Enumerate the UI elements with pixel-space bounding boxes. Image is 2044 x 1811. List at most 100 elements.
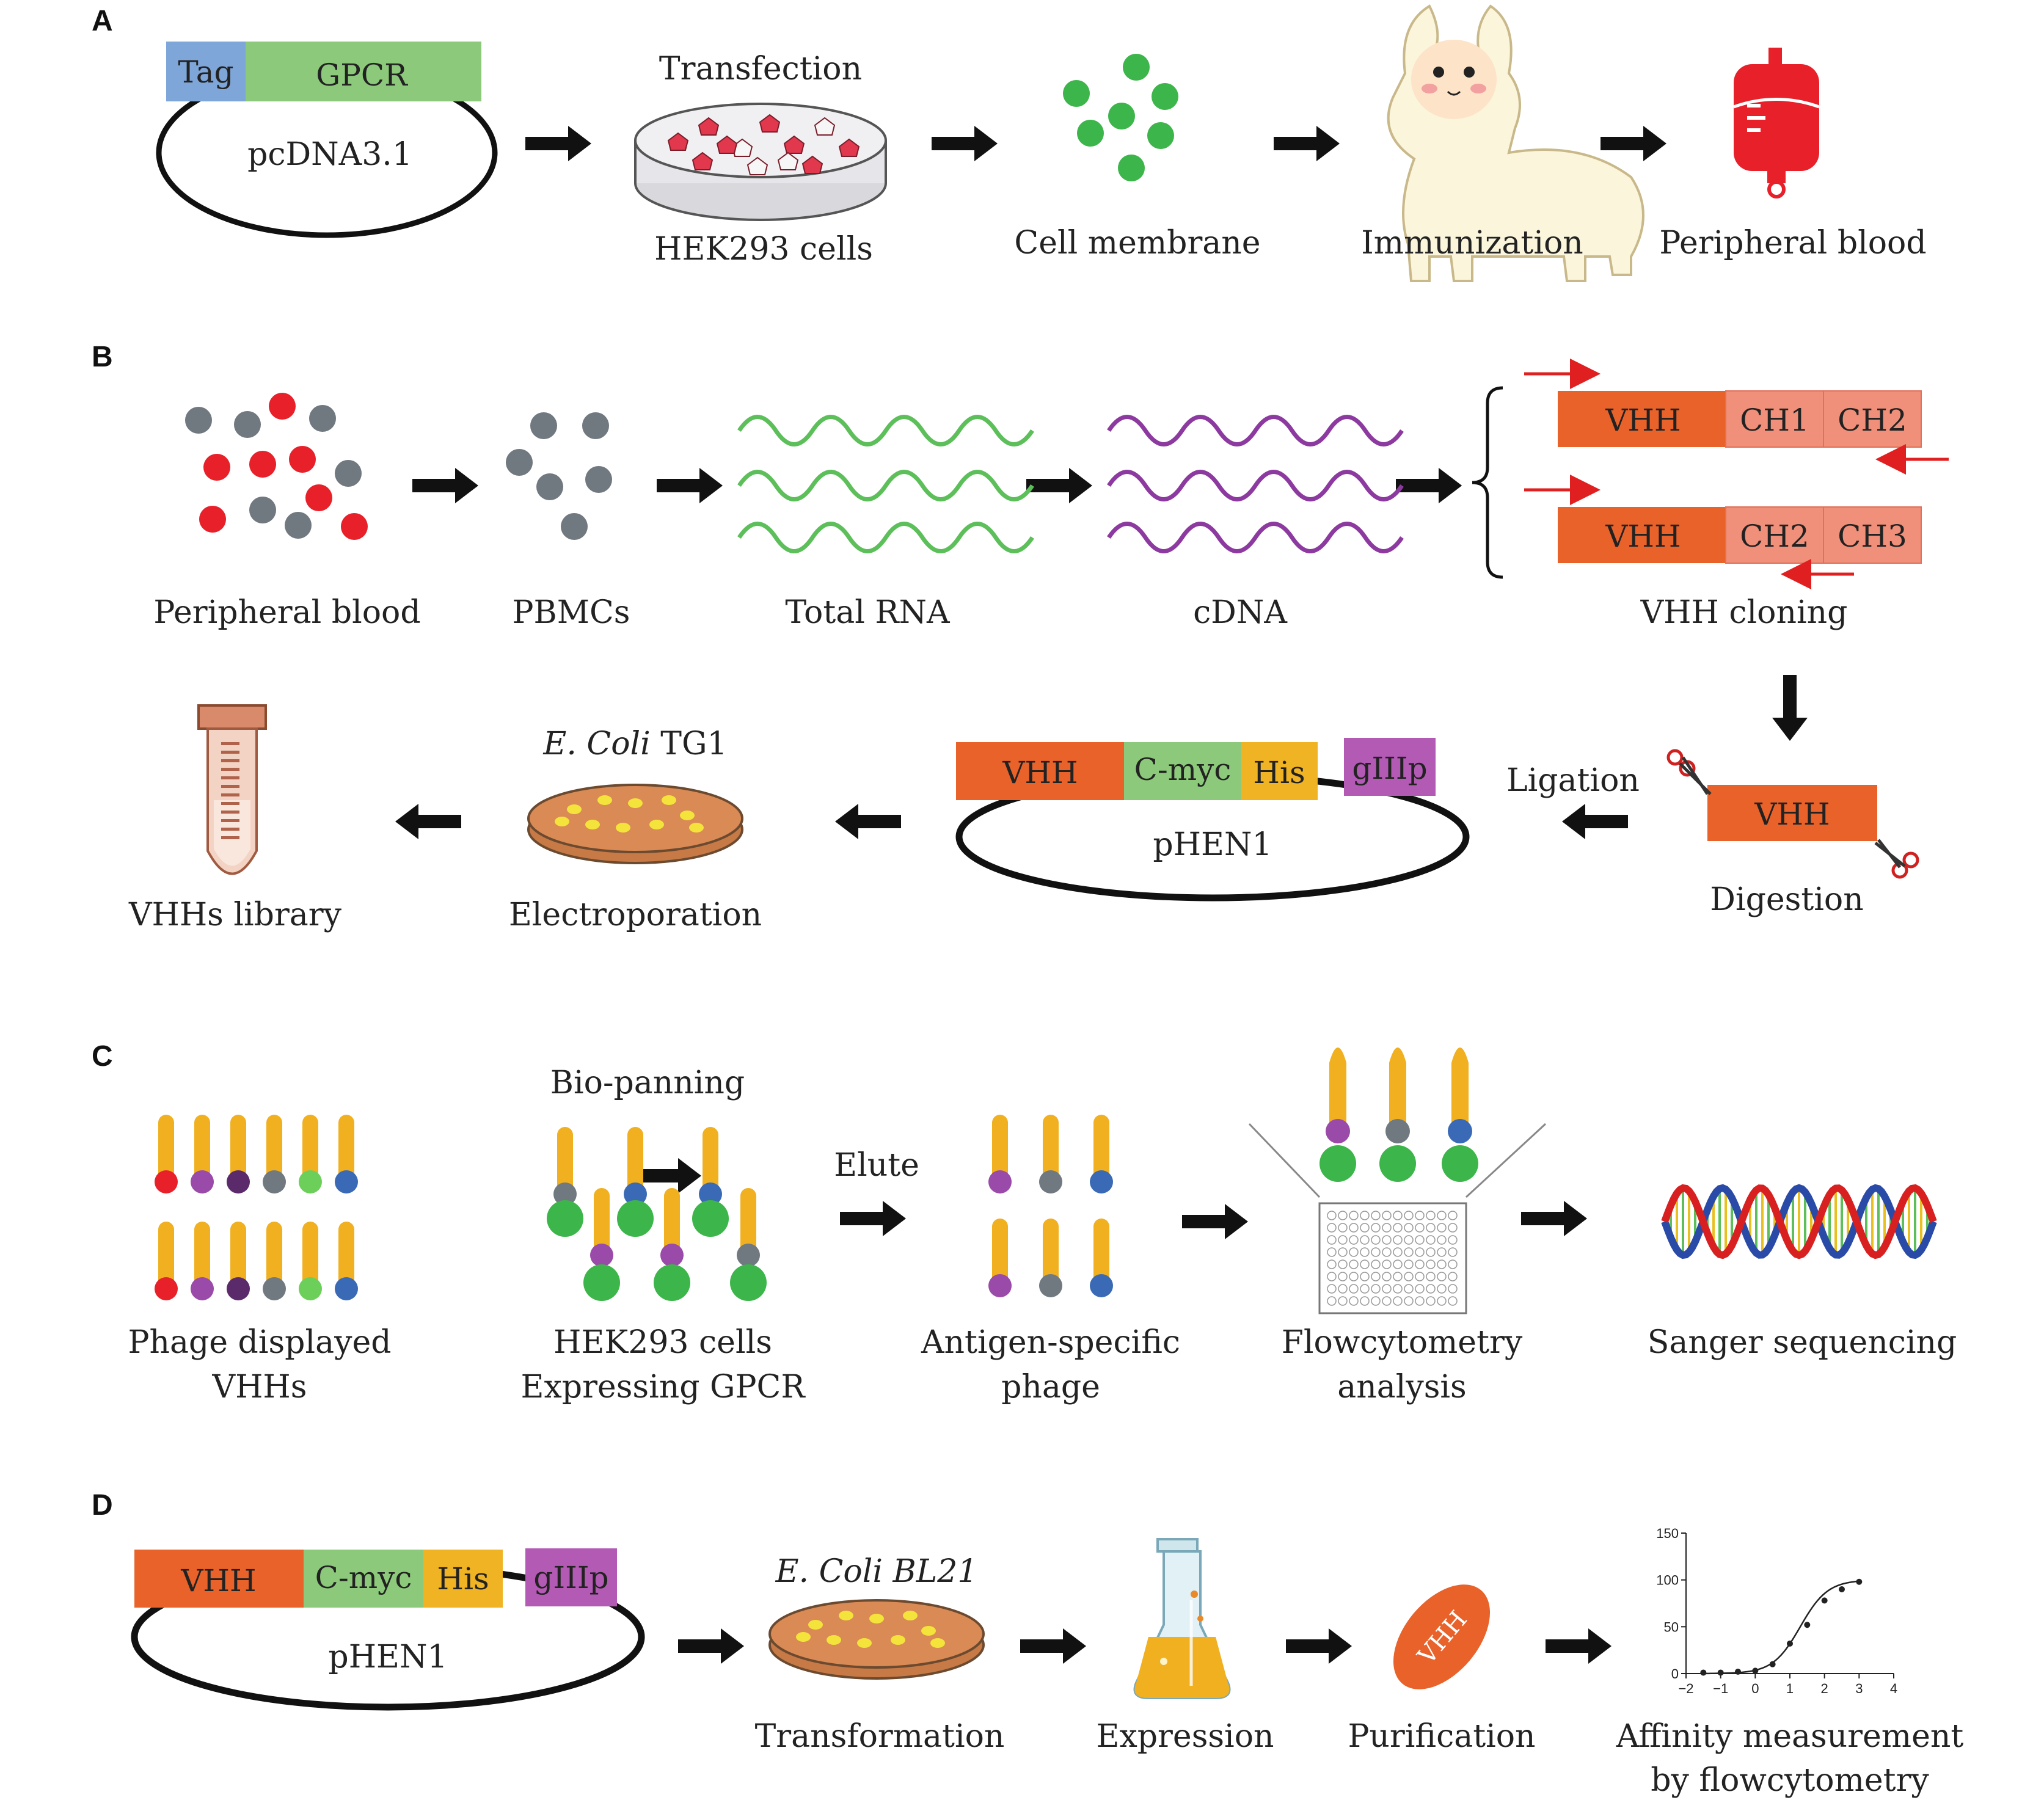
well xyxy=(1371,1284,1381,1294)
cell-icon xyxy=(759,114,781,133)
colony xyxy=(649,820,664,829)
colony xyxy=(555,817,569,826)
gpcr-segment xyxy=(246,42,481,101)
well xyxy=(1415,1272,1425,1281)
data-point xyxy=(1752,1667,1759,1674)
pbmc-dots xyxy=(506,412,612,540)
colony xyxy=(930,1638,945,1648)
well xyxy=(1448,1235,1458,1245)
red-cell-dot xyxy=(199,506,226,533)
hek-expressing-label-1: HEK293 cells xyxy=(553,1324,772,1361)
well xyxy=(1338,1235,1348,1245)
scissors-icon xyxy=(1666,749,1712,795)
affinity-label-1: Affinity measurement xyxy=(1616,1718,1964,1755)
arrow-right xyxy=(1182,1204,1248,1239)
x-tick-label: 0 xyxy=(1751,1681,1759,1696)
blood-label-a: Peripheral blood xyxy=(1659,225,1926,261)
x-tick-label: −2 xyxy=(1678,1681,1693,1696)
flowcytometry-icon xyxy=(1248,1048,1547,1314)
colony xyxy=(597,795,612,805)
phage-tip xyxy=(227,1277,250,1300)
phage-body xyxy=(740,1188,756,1255)
svg-text:CH2: CH2 xyxy=(1838,403,1907,438)
phage-tip xyxy=(624,1182,647,1206)
well xyxy=(1327,1272,1337,1281)
well xyxy=(1404,1284,1414,1294)
well xyxy=(1338,1272,1348,1281)
pbmc-label: PBMCs xyxy=(513,594,630,631)
arrow-right xyxy=(412,468,478,503)
tag-label: Tag xyxy=(178,54,233,90)
x-tick-label: −1 xyxy=(1713,1681,1728,1696)
well xyxy=(1437,1272,1447,1281)
tube-scale-mark xyxy=(221,793,239,796)
zoom-line xyxy=(1248,1123,1321,1198)
pbmc-dot xyxy=(506,449,533,476)
data-point xyxy=(1839,1586,1845,1592)
tube-scale-mark xyxy=(221,759,239,762)
phage-body xyxy=(338,1222,354,1289)
electroporation-label: Electroporation xyxy=(509,897,762,933)
tube-scale-mark xyxy=(221,776,239,779)
hek-cell xyxy=(617,1200,654,1237)
pcdna-label: pcDNA3.1 xyxy=(247,136,412,173)
arrow-down xyxy=(1772,675,1808,741)
arrow-right xyxy=(1286,1628,1352,1664)
phage-tip xyxy=(660,1244,684,1267)
peripheral-blood-dots xyxy=(185,393,368,540)
well xyxy=(1349,1223,1359,1233)
well xyxy=(1338,1247,1348,1257)
zoom-line xyxy=(1465,1123,1547,1198)
well xyxy=(1404,1259,1414,1269)
colony xyxy=(680,811,695,820)
flow-analysis-label-2: analysis xyxy=(1337,1369,1467,1405)
digested-vhh: VHH xyxy=(1707,785,1877,841)
hek293-dish-icon xyxy=(634,103,887,221)
svg-text:pHEN1: pHEN1 xyxy=(1153,826,1272,863)
cell-membrane-dots xyxy=(1063,54,1178,181)
tube-scale-mark xyxy=(221,751,239,754)
colony xyxy=(567,804,582,814)
phage-tip xyxy=(299,1277,322,1300)
tube-scale-mark xyxy=(221,785,239,788)
phage-body xyxy=(627,1127,643,1194)
pbmc-dot xyxy=(585,466,612,493)
svg-text:CH3: CH3 xyxy=(1838,519,1907,554)
purification-label: Purification xyxy=(1348,1718,1535,1755)
arrow-right xyxy=(1521,1201,1587,1236)
well xyxy=(1448,1247,1458,1257)
panel-label-d: D xyxy=(92,1489,113,1521)
phage-body xyxy=(230,1222,246,1289)
data-point xyxy=(1856,1578,1863,1585)
hek-cell xyxy=(692,1200,729,1237)
data-point xyxy=(1787,1640,1793,1647)
phage-tip xyxy=(1090,1274,1113,1297)
colony xyxy=(808,1620,823,1630)
flask-icon xyxy=(1133,1538,1231,1699)
cell-icon xyxy=(783,135,805,154)
arrow-right xyxy=(1546,1628,1611,1664)
well xyxy=(1426,1223,1436,1233)
phage-tip xyxy=(191,1170,214,1193)
well xyxy=(1393,1284,1403,1294)
antigen-specific-phage-icon xyxy=(988,1115,1113,1297)
phage-body xyxy=(1093,1115,1109,1182)
data-point xyxy=(1804,1622,1811,1628)
phage-body xyxy=(302,1222,318,1289)
pbmc-dot xyxy=(582,412,609,439)
data-point xyxy=(1700,1669,1707,1676)
well xyxy=(1382,1247,1392,1257)
colony xyxy=(585,820,600,829)
digestion-label: Digestion xyxy=(1710,881,1863,918)
arrow-left xyxy=(395,804,461,839)
arrow-right xyxy=(1396,468,1462,503)
fit-curve xyxy=(1703,1580,1860,1675)
wave-strand xyxy=(737,522,1034,553)
data-point xyxy=(1717,1669,1724,1676)
svg-text:VHH: VHH xyxy=(180,1563,256,1598)
phage-body xyxy=(158,1115,174,1182)
svg-text:C-myc: C-myc xyxy=(1134,752,1232,787)
y-tick-label: 100 xyxy=(1656,1573,1679,1588)
x-tick-label: 2 xyxy=(1821,1681,1828,1696)
colony xyxy=(827,1635,841,1645)
